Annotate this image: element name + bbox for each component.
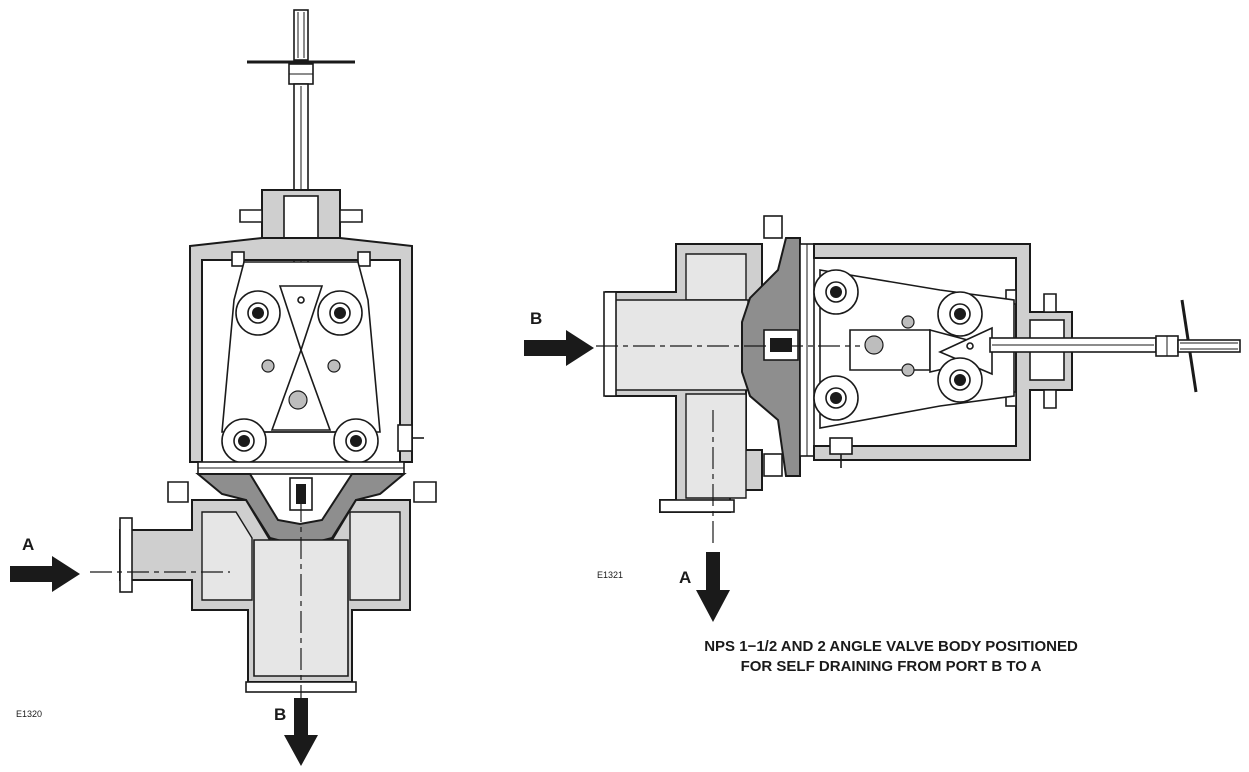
left-inlet-arrow	[10, 556, 80, 592]
left-figure-code: E1320	[16, 709, 42, 719]
right-valve-body	[603, 243, 763, 513]
right-caption-line-1: NPS 1−1/2 AND 2 ANGLE VALVE BODY POSITIO…	[704, 638, 1078, 655]
right-inlet-arrow	[524, 330, 594, 366]
right-valve-diaphragm	[741, 215, 815, 477]
right-valve-linkage	[813, 269, 1015, 429]
left-valve: A B E1320	[10, 9, 437, 766]
left-valve-bonnet-cap	[239, 189, 363, 239]
left-outlet-label: B	[274, 705, 286, 724]
left-inlet-label: A	[22, 535, 34, 554]
right-valve-stem	[989, 299, 1241, 393]
right-valve: B A E1321 NPS 1−1/2 AND 2 ANGLE VALVE BO…	[524, 215, 1241, 675]
left-valve-linkage	[221, 261, 424, 464]
right-outlet-label: A	[679, 568, 691, 587]
right-figure-code: E1321	[597, 570, 623, 580]
right-outlet-arrow	[696, 552, 730, 622]
left-outlet-arrow	[284, 698, 318, 766]
left-valve-diaphragm	[167, 461, 437, 548]
right-caption-line-2: FOR SELF DRAINING FROM PORT B TO A	[741, 658, 1042, 675]
right-inlet-label: B	[530, 309, 542, 328]
left-valve-body	[119, 499, 411, 693]
